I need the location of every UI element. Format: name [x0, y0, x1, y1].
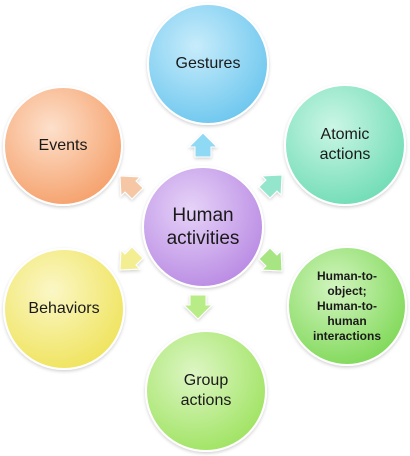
arrow-to-group-actions: [182, 294, 214, 320]
arrow-to-interactions: [258, 247, 283, 272]
node-behaviors: [3, 248, 125, 370]
node-events: [3, 86, 123, 206]
node-gestures: [147, 3, 269, 125]
node-interactions: [287, 246, 407, 366]
arrow-to-events: [119, 175, 144, 200]
node-group-actions: [145, 330, 267, 452]
node-human-activities: [142, 166, 264, 288]
arrow-to-behaviors: [119, 246, 144, 271]
node-atomic-actions: [284, 84, 406, 206]
arrow-to-gestures: [187, 132, 219, 158]
arrow-to-atomic-actions: [258, 174, 283, 199]
